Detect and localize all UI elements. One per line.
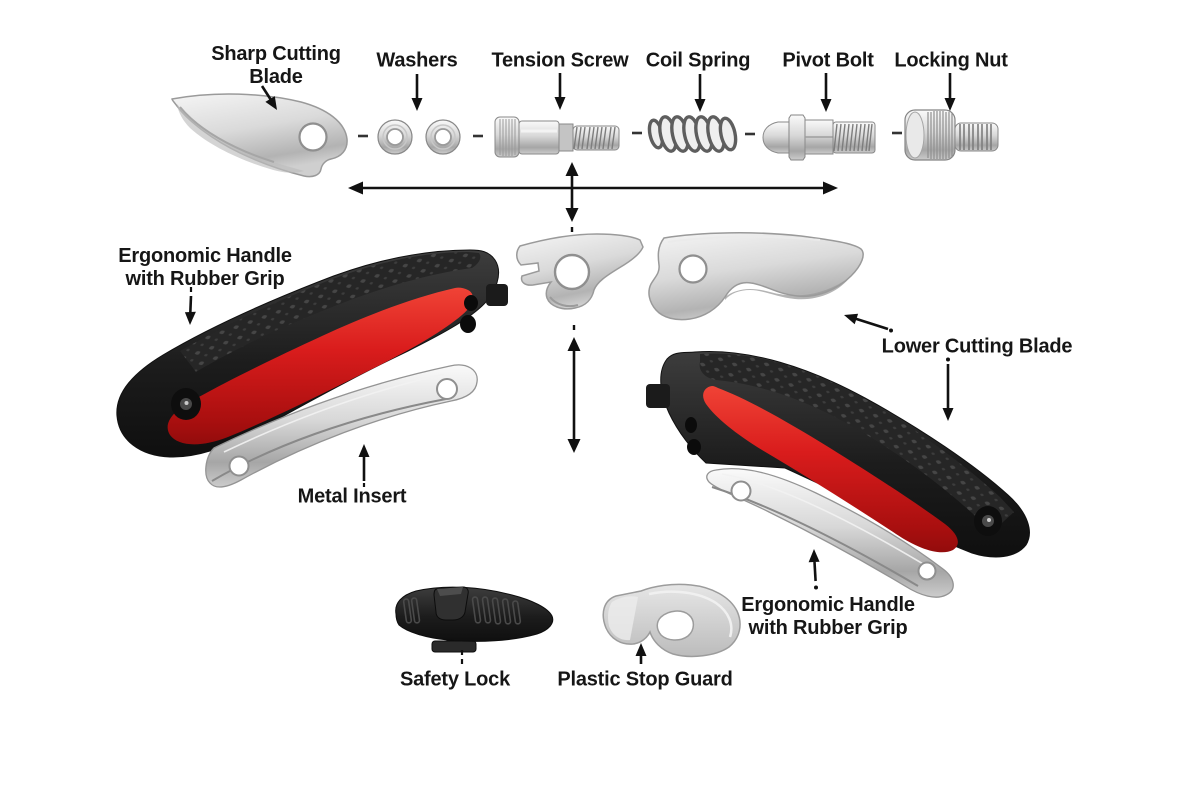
label-line: Ergonomic Handle — [741, 594, 915, 616]
label-ergonomic-handle-right: Ergonomic Handle with Rubber Grip — [741, 594, 915, 640]
ergonomic-handle-left-graphic — [116, 249, 508, 458]
arrow-ergonomic-handle-left — [184, 287, 196, 325]
arrow-coil-spring — [694, 74, 706, 112]
label-line: Safety Lock — [399, 668, 511, 691]
vertical-assembly-arrow-middle — [567, 325, 581, 453]
arrow-lower-cutting-blade — [844, 313, 893, 333]
tension-screw-graphic — [494, 116, 620, 158]
sharp-cutting-blade-graphic — [171, 93, 348, 178]
label-line: Metal Insert — [297, 485, 407, 508]
metal-insert-right-graphic — [706, 467, 954, 598]
lower-cutting-blade-graphic — [648, 232, 864, 321]
label-safety-lock: Safety Lock — [400, 669, 510, 692]
label-line: with Rubber Grip — [125, 268, 285, 290]
label-line: Ergonomic Handle — [118, 245, 292, 267]
label-line: Coil Spring — [645, 49, 751, 72]
label-tension-screw: Tension Screw — [491, 50, 628, 73]
label-washers: Washers — [376, 50, 457, 73]
label-plastic-stop-guard: Plastic Stop Guard — [557, 668, 733, 692]
label-line: Lower Cutting Blade — [881, 335, 1073, 358]
label-line: Tension Screw — [491, 49, 629, 72]
arrow-sharp-cutting-blade — [260, 85, 277, 110]
arrow-plastic-stop-guard — [635, 643, 647, 664]
coil-spring-graphic — [647, 115, 738, 153]
arrow-lower-cutting-blade-down — [942, 357, 954, 421]
separator-dashes — [358, 131, 902, 138]
label-ergonomic-handle-left: Ergonomic Handle with Rubber Grip — [118, 245, 292, 291]
arrow-pivot-bolt — [820, 73, 832, 112]
label-lower-cutting-blade: Lower Cutting Blade — [882, 336, 1073, 359]
horizontal-assembly-arrow — [348, 181, 838, 195]
pivot-bolt-graphic — [762, 114, 876, 161]
blade-pivot-base-graphic — [516, 233, 644, 310]
locking-nut-graphic — [904, 109, 999, 161]
arrow-locking-nut — [944, 73, 956, 111]
washers-graphic — [377, 119, 461, 155]
label-line: Pivot Bolt — [782, 49, 874, 72]
label-metal-insert: Metal Insert — [298, 486, 407, 509]
plastic-stop-guard-graphic — [602, 583, 741, 658]
label-line: Blade — [249, 66, 303, 88]
label-sharp-cutting-blade: Sharp Cutting Blade — [211, 43, 341, 89]
arrow-tension-screw — [554, 73, 566, 110]
label-line: Locking Nut — [894, 49, 1008, 72]
label-coil-spring: Coil Spring — [645, 49, 751, 73]
metal-insert-left-graphic — [205, 364, 478, 488]
label-line: Sharp Cutting — [211, 43, 341, 65]
label-locking-nut: Locking Nut — [894, 49, 1008, 73]
arrow-washers — [411, 74, 423, 111]
label-pivot-bolt: Pivot Bolt — [782, 49, 874, 73]
vertical-assembly-arrow-top — [565, 162, 579, 232]
arrow-ergonomic-handle-right — [808, 549, 820, 590]
arrow-metal-insert — [358, 444, 370, 487]
label-line: Plastic Stop Guard — [557, 668, 733, 691]
ergonomic-handle-right-graphic — [646, 351, 1030, 558]
label-line: Washers — [376, 49, 458, 72]
safety-lock-graphic — [395, 586, 554, 653]
label-line: with Rubber Grip — [748, 617, 908, 639]
